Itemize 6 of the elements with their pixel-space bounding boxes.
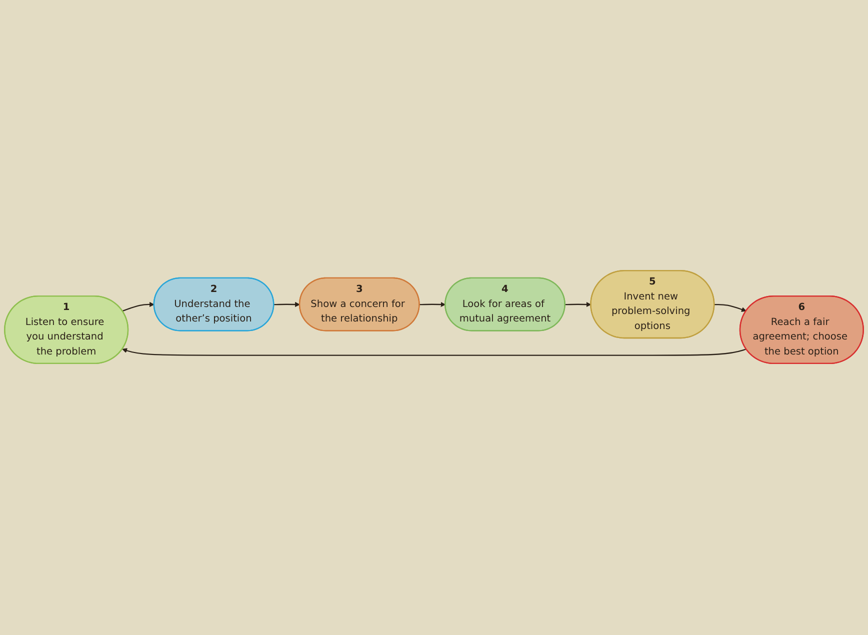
- arrow: [714, 304, 746, 312]
- arrow: [565, 302, 592, 308]
- arrow: [419, 302, 446, 308]
- arrow: [274, 302, 300, 308]
- arrow: [122, 348, 746, 356]
- arrow: [122, 302, 154, 312]
